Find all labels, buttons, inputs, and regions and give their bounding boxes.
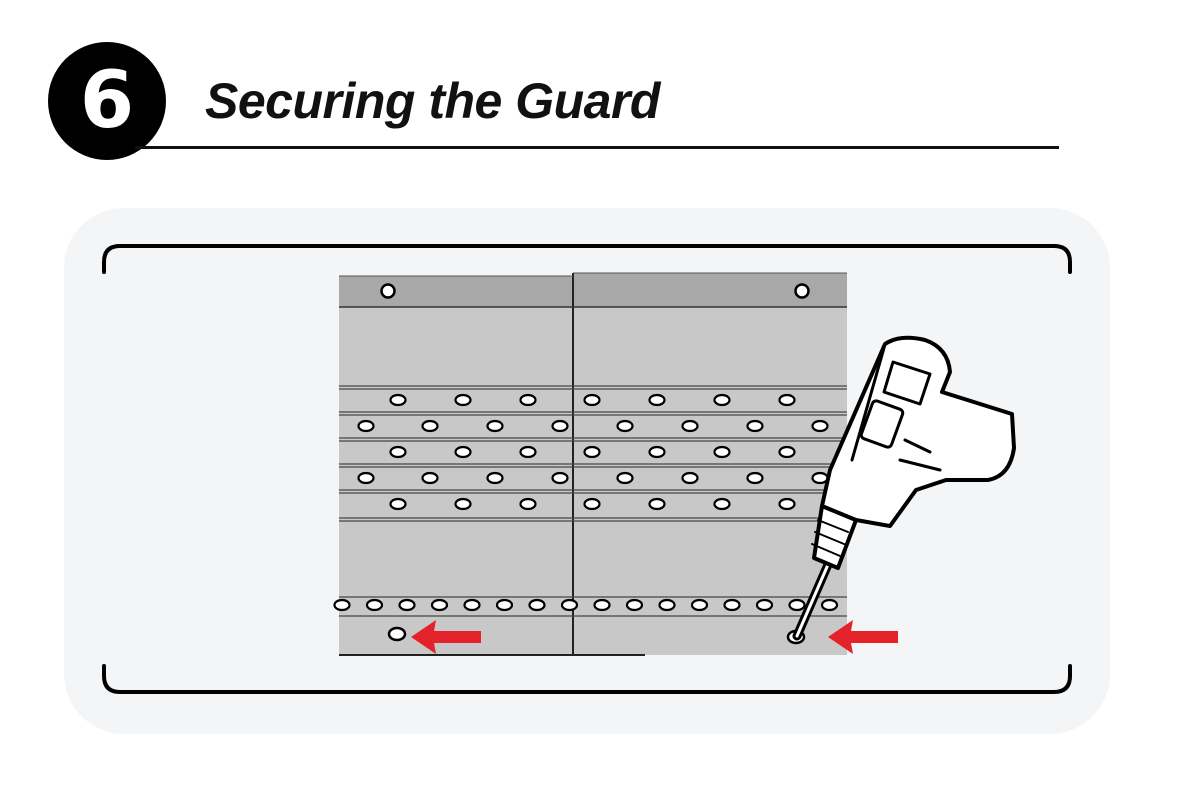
perforation-hole (421, 471, 439, 485)
guard-holes (333, 393, 839, 612)
perforation-hole (648, 393, 666, 407)
perforation-hole (551, 471, 569, 485)
top-mount-hole-left (380, 283, 396, 299)
perforation-hole (746, 419, 764, 433)
perforation-hole (616, 419, 634, 433)
perforation-hole (389, 497, 407, 511)
perforation-hole (454, 497, 472, 511)
perforation-hole (365, 598, 384, 612)
frame-bracket-top (102, 244, 1072, 274)
perforation-hole (690, 598, 709, 612)
perforation-hole (463, 598, 481, 612)
perforation-hole (648, 445, 666, 459)
perforation-hole (560, 598, 579, 612)
screw-hole-left (387, 626, 407, 642)
perforation-hole (583, 445, 601, 459)
gutter-guard (339, 272, 847, 656)
perforation-hole (746, 471, 764, 485)
perforation-hole (430, 598, 449, 612)
perforation-hole (778, 445, 796, 459)
perforation-hole (519, 393, 537, 407)
perforation-hole (658, 598, 676, 612)
perforation-hole (648, 497, 666, 511)
perforation-hole (519, 497, 537, 511)
drill-icon (792, 335, 1016, 641)
perforation-hole (454, 393, 472, 407)
perforation-hole (495, 598, 514, 612)
perforation-hole (681, 419, 699, 433)
guard-section-left (339, 276, 573, 655)
perforation-hole (551, 419, 569, 433)
perforation-hole (820, 598, 839, 612)
perforation-hole (519, 445, 537, 459)
perforation-hole (389, 393, 407, 407)
perforation-hole (713, 393, 731, 407)
arrow-left-icon (411, 620, 481, 654)
top-mount-hole-right (794, 283, 810, 299)
perforation-hole (723, 598, 741, 612)
perforation-hole (333, 598, 351, 612)
perforation-hole (486, 471, 504, 485)
step-title: Securing the Guard (205, 73, 660, 129)
perforation-hole (593, 598, 611, 612)
perforation-hole (357, 419, 375, 433)
perforation-hole (583, 497, 601, 511)
perforation-hole (528, 598, 546, 612)
perforation-hole (486, 419, 504, 433)
perforation-hole (357, 471, 375, 485)
perforation-hole (811, 419, 829, 433)
perforation-hole (755, 598, 774, 612)
perforation-hole (625, 598, 644, 612)
title-divider (135, 146, 1059, 149)
step-number-badge: 6 (48, 42, 166, 160)
perforation-hole (778, 393, 796, 407)
perforation-hole (389, 445, 407, 459)
perforation-hole (811, 471, 829, 485)
perforation-hole (713, 497, 731, 511)
perforation-hole (713, 445, 731, 459)
perforation-hole (681, 471, 699, 485)
perforation-hole (788, 598, 806, 612)
perforation-hole (778, 497, 796, 511)
guard-top-band-left (339, 276, 573, 307)
step-number: 6 (79, 56, 135, 146)
guard-ribs (339, 385, 847, 617)
perforation-hole (616, 471, 634, 485)
perforation-hole (421, 419, 439, 433)
perforation-hole (583, 393, 601, 407)
perforation-hole (454, 445, 472, 459)
frame-bracket-bottom (102, 664, 1072, 694)
arrow-left-icon (828, 620, 898, 654)
perforation-hole (398, 598, 416, 612)
